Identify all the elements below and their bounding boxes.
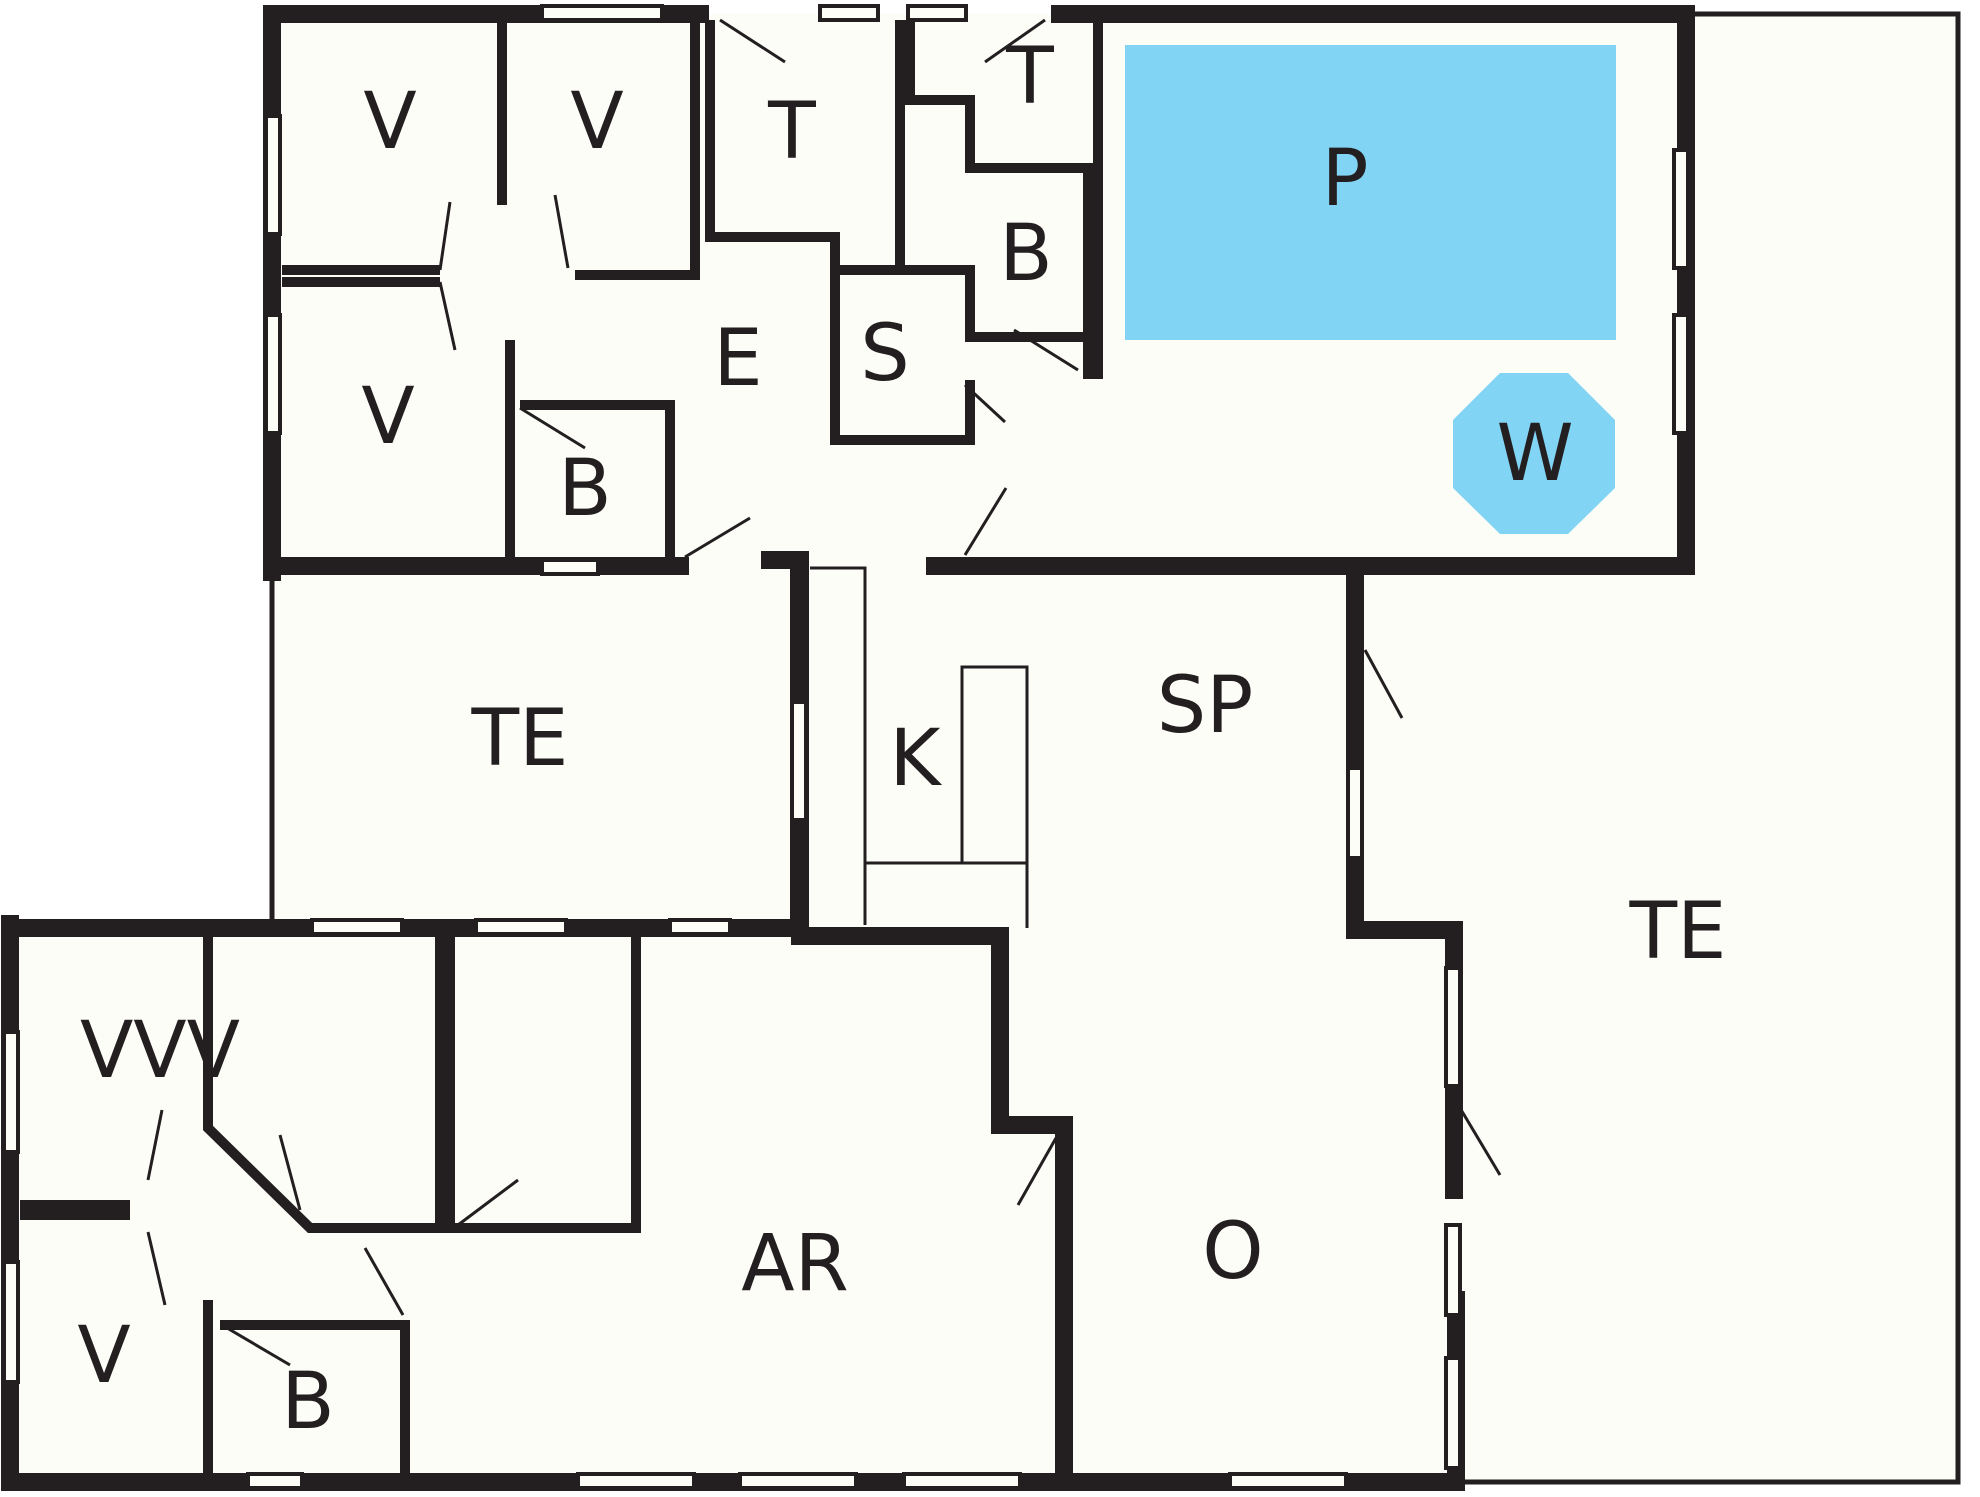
pool xyxy=(1125,45,1616,340)
room-labels: V V V T T P B E S W B TE K SP TE VVV V A… xyxy=(77,32,1726,1447)
windows xyxy=(2,4,1690,1490)
room-label-o: O xyxy=(1202,1207,1263,1297)
kitchen-counters xyxy=(810,566,1029,928)
room-label-b2: B xyxy=(558,444,612,534)
room-label-te1: TE xyxy=(471,694,569,784)
doors xyxy=(146,18,1502,1367)
room-label-b3: B xyxy=(281,1357,335,1447)
room-label-v1: V xyxy=(363,77,416,167)
interior-walls xyxy=(20,20,1103,1482)
room-label-s: S xyxy=(860,309,910,399)
terrace-outline xyxy=(269,11,1961,1485)
room-label-vvv: VVV xyxy=(80,1006,240,1096)
room-label-v2: V xyxy=(570,77,623,167)
room-label-e: E xyxy=(713,314,762,404)
whirlpool xyxy=(1453,373,1615,534)
room-label-te2: TE xyxy=(1629,887,1727,977)
room-label-v4: V xyxy=(77,1311,130,1401)
room-label-t1: T xyxy=(767,87,816,177)
room-label-ar: AR xyxy=(741,1219,849,1309)
room-label-k: K xyxy=(889,714,942,804)
room-label-sp: SP xyxy=(1157,661,1254,751)
room-label-b1: B xyxy=(999,209,1053,299)
room-label-t2: T xyxy=(1005,32,1054,122)
floor-areas xyxy=(14,14,1960,1482)
walls xyxy=(1,5,1695,1491)
room-label-p: P xyxy=(1321,134,1368,224)
room-label-w: W xyxy=(1496,409,1573,499)
room-label-v3: V xyxy=(361,372,414,462)
